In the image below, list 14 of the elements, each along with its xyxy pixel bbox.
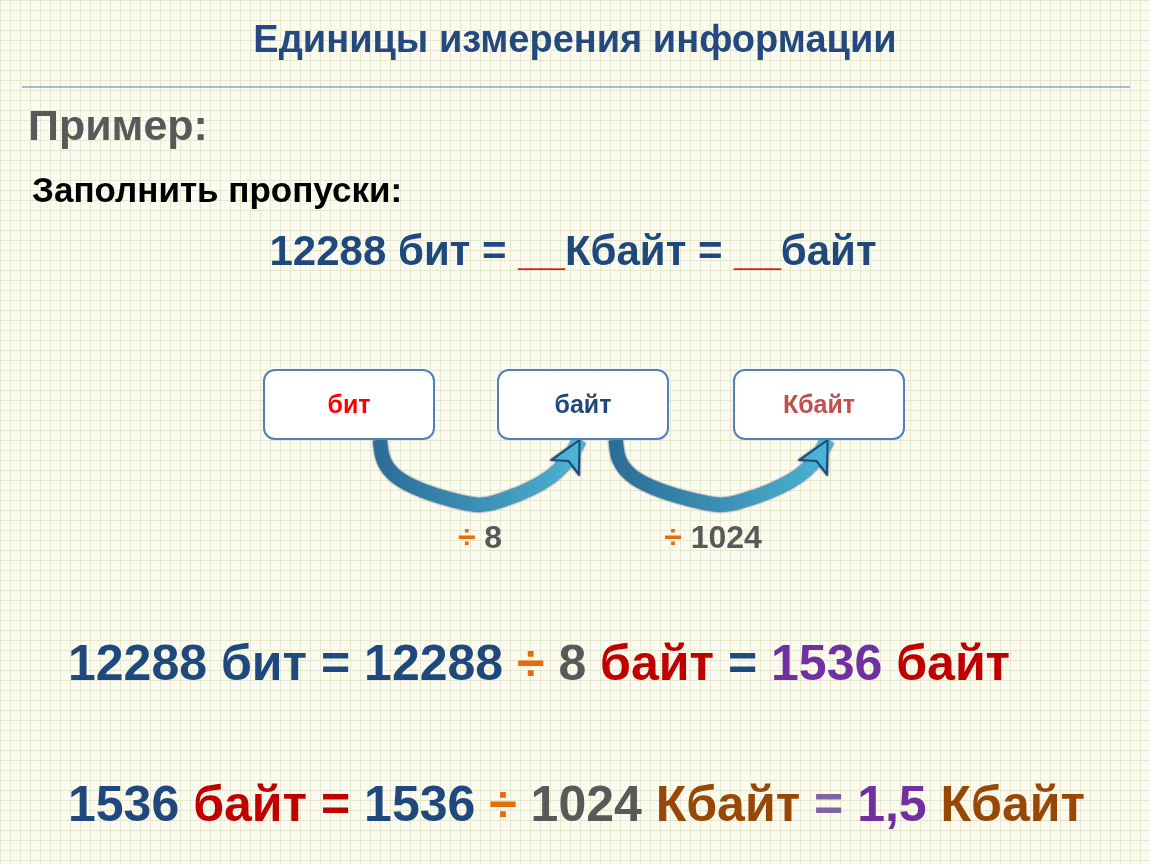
- instruction-text: Заполнить пропуски:: [32, 170, 403, 211]
- edge-label: ÷ 1024: [664, 519, 762, 556]
- example-heading: Пример:: [28, 101, 208, 151]
- question-equation: 12288 бит = __Кбайт = __байт: [269, 227, 877, 276]
- edge-label: ÷ 8: [457, 519, 503, 556]
- conversion-equation: 1536 байт = 1536 ÷ 1024 Кбайт = 1,5 Кбайт: [68, 776, 1086, 834]
- unit-label: бит: [327, 390, 371, 419]
- conversion-equation: 12288 бит = 12288 ÷ 8 байт = 1536 байт: [68, 635, 1011, 693]
- slide-title: Единицы измерения информации: [253, 18, 897, 62]
- unit-box: [733, 369, 905, 440]
- unit-label: байт: [554, 390, 612, 419]
- unit-label: Кбайт: [782, 390, 856, 419]
- unit-box: [263, 369, 435, 440]
- unit-box: [497, 369, 669, 440]
